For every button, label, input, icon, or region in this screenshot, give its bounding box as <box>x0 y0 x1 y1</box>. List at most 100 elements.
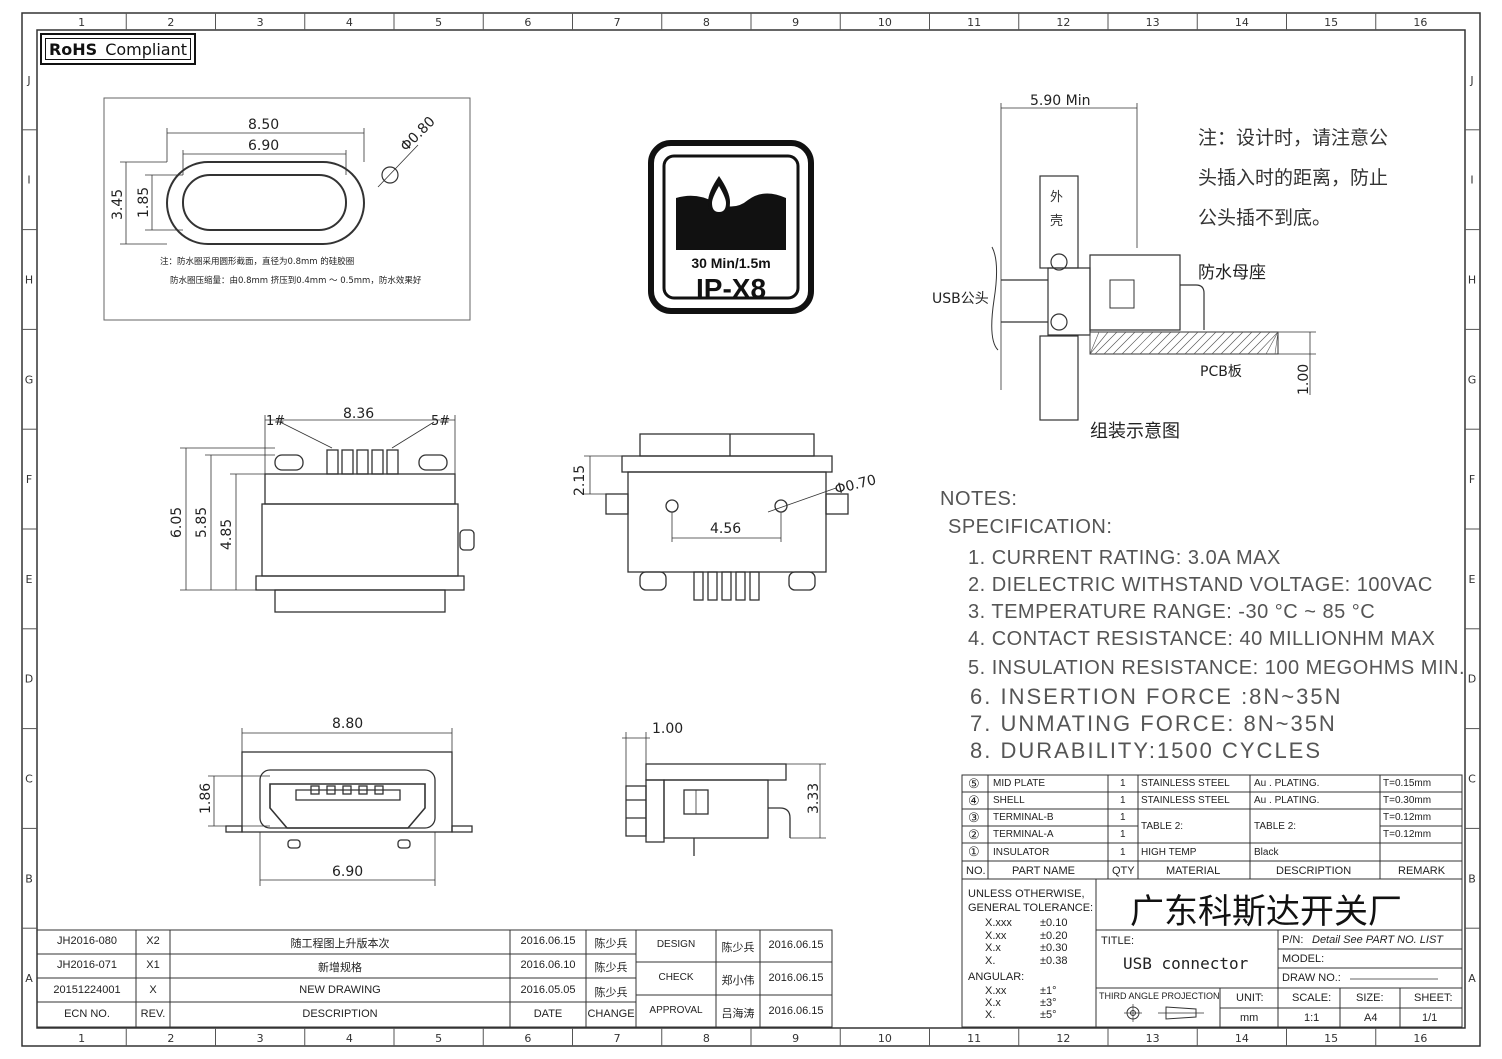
rev-header-date: DATE <box>533 1008 563 1020</box>
pn-value: Detail See PART NO. LIST <box>1312 934 1444 946</box>
zone-number: 16 <box>1413 16 1427 29</box>
rev-desc: 新增规格 <box>318 962 362 974</box>
zone-number: 13 <box>1146 1032 1160 1045</box>
bom-qty: 1 <box>1120 829 1126 840</box>
design-note-line: 注：设计时，请注意公 <box>1198 127 1389 149</box>
approval-name: 陈少兵 <box>721 942 755 954</box>
zone-number: 12 <box>1056 1032 1070 1045</box>
zone-number: 16 <box>1413 1032 1427 1045</box>
angular-value: ±1° <box>1040 985 1057 997</box>
approval-name: 郑小伟 <box>721 975 755 987</box>
tolerance-key: X.x <box>985 942 1001 954</box>
ip-badge: 30 Min/1.5m IP-X8 <box>648 140 814 314</box>
bom-description: Au . PLATING. <box>1254 778 1320 789</box>
zone-number: 10 <box>878 1032 892 1045</box>
pin-last: 5# <box>431 414 450 429</box>
small-side-view <box>622 732 826 856</box>
zone-letter: H <box>1468 274 1476 287</box>
revision-table <box>36 929 833 1028</box>
zone-number: 3 <box>257 1032 264 1045</box>
model-label: MODEL: <box>1282 953 1325 965</box>
tolerance-value: ±0.30 <box>1040 942 1068 954</box>
dim-end-width: 8.80 <box>332 716 363 732</box>
zone-letter: F <box>26 473 32 486</box>
zone-number: 7 <box>614 16 621 29</box>
end-view <box>208 728 473 886</box>
dim-assembly-min: 5.90 Min <box>1030 93 1090 109</box>
note-item: 7. UNMATING FORCE: 8N~35N <box>970 711 1337 736</box>
angular-value: ±5° <box>1040 1009 1057 1021</box>
zone-number: 2 <box>167 1032 174 1045</box>
zone-letter: C <box>25 773 33 786</box>
label-socket: 防水母座 <box>1198 263 1266 283</box>
zone-number: 8 <box>703 16 710 29</box>
zone-number: 5 <box>435 1032 442 1045</box>
bom-header-remark: REMARK <box>1398 865 1446 877</box>
rev-ecn: JH2016-071 <box>57 959 117 971</box>
rev-date: 2016.05.05 <box>520 984 576 996</box>
ip-badge-graphic: 30 Min/1.5m IP-X8 <box>648 140 814 314</box>
title-value: USB connector <box>1123 954 1249 973</box>
rev-desc: NEW DRAWING <box>299 984 381 996</box>
rev-ecn: JH2016-080 <box>57 935 117 947</box>
bom-header-no: NO. <box>966 865 986 877</box>
label-shell: 外壳 <box>1050 190 1064 229</box>
dim-front-h3: 4.85 <box>219 519 235 550</box>
zone-number: 14 <box>1235 1032 1249 1045</box>
size-value: A4 <box>1364 1012 1378 1024</box>
note-item: 1. CURRENT RATING: 3.0A MAX <box>968 547 1281 569</box>
tolerance-key: X.xx <box>985 930 1007 942</box>
zone-letter: J <box>26 74 30 87</box>
design-note: 注：设计时，请注意公 头插入时的距离，防止 公头插不到底。 <box>1198 118 1388 238</box>
dim-top-inner: 6.90 <box>248 138 279 154</box>
zone-number: 4 <box>346 1032 353 1045</box>
zone-number: 9 <box>792 16 799 29</box>
dim-bottom-hole: Φ0.70 <box>833 472 878 498</box>
tolerance-angular: ANGULAR: <box>968 971 1025 983</box>
dim-top-height-inner: 1.85 <box>136 187 152 218</box>
zone-ticks <box>22 13 1480 1046</box>
scale-value: 1:1 <box>1304 1012 1320 1024</box>
zone-letter: B <box>25 872 33 885</box>
approval-name: 吕海涛 <box>721 1008 755 1020</box>
bom-description: Au . PLATING. <box>1254 795 1320 806</box>
tolerance-value: ±0.10 <box>1040 917 1068 929</box>
zone-number: 11 <box>967 16 981 29</box>
bom-name: TERMINAL-A <box>993 829 1054 840</box>
zone-number: 1 <box>78 16 85 29</box>
dim-top-height-outer: 3.45 <box>110 189 126 220</box>
rev-header-desc: DESCRIPTION <box>302 1008 378 1020</box>
bom-no: ⑤ <box>968 776 980 791</box>
bom-no: ② <box>968 827 980 842</box>
zone-number: 5 <box>435 16 442 29</box>
bom-header-description: DESCRIPTION <box>1276 865 1352 877</box>
note-item: 6. INSERTION FORCE :8N~35N <box>970 684 1343 709</box>
tolerance-title: GENERAL TOLERANCE: <box>968 902 1094 914</box>
zone-number: 8 <box>703 1032 710 1045</box>
approval-date: 2016.06.15 <box>768 1005 824 1017</box>
angular-key: X. <box>985 1009 996 1021</box>
title-label: TITLE: <box>1101 935 1135 947</box>
bom-material: TABLE 2: <box>1141 821 1184 832</box>
tolerance-title: UNLESS OTHERWISE, <box>968 888 1085 900</box>
rev-change: 陈少兵 <box>594 987 628 999</box>
angular-key: X.x <box>985 997 1001 1009</box>
note-item: 5. INSULATION RESISTANCE: 100 MEGOHMS MI… <box>968 657 1466 679</box>
top-note-line1: 注：防水圈采用圆形截面，直径为0.8mm 的硅胶圈 <box>160 256 354 267</box>
unit-label: UNIT: <box>1236 992 1264 1004</box>
rev-rev: X1 <box>146 959 160 971</box>
dim-front-width: 8.36 <box>343 406 374 422</box>
bom-no: ④ <box>968 793 980 808</box>
zone-letter: J <box>1469 74 1473 87</box>
zone-letter: F <box>1469 473 1475 486</box>
zone-number: 13 <box>1146 16 1160 29</box>
bom-remark: T=0.12mm <box>1383 829 1432 840</box>
top-note-line2: 防水圈压缩量：由0.8mm 挤压到0.4mm ～ 0.5mm，防水效果好 <box>170 275 422 286</box>
notes-subtitle: SPECIFICATION: <box>948 516 1113 538</box>
dim-small-height: 3.33 <box>806 783 822 814</box>
rev-ecn: 20151224001 <box>53 984 121 996</box>
bom-material: HIGH TEMP <box>1141 847 1197 858</box>
bom-remark: T=0.12mm <box>1383 812 1432 823</box>
ip-badge-sub: 30 Min/1.5m <box>691 255 770 271</box>
